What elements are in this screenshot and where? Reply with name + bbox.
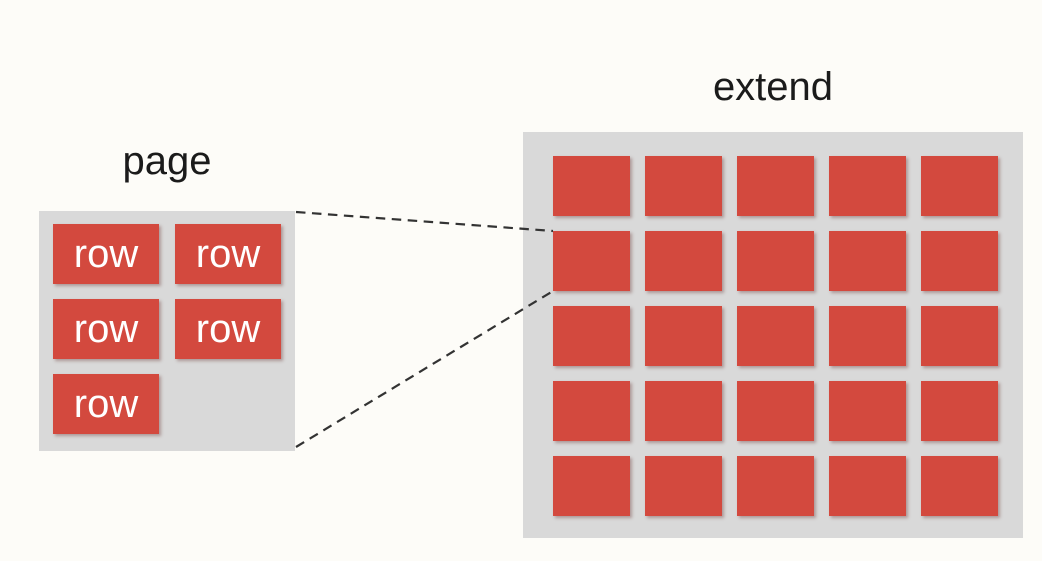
extend-cell	[553, 231, 630, 291]
extend-cell	[921, 381, 998, 441]
extend-cell	[737, 156, 814, 216]
extend-cell	[645, 306, 722, 366]
extend-cell	[829, 381, 906, 441]
extend-cell	[737, 306, 814, 366]
extend-cell	[829, 156, 906, 216]
extend-cell	[553, 381, 630, 441]
extend-cell	[829, 306, 906, 366]
extend-cell	[645, 456, 722, 516]
extend-cell	[553, 156, 630, 216]
extend-cell	[921, 306, 998, 366]
page-row-cell: row	[53, 374, 159, 434]
extend-cell	[645, 231, 722, 291]
extend-cell	[645, 381, 722, 441]
extend-title: extend	[712, 65, 834, 109]
page-row-cell: row	[53, 224, 159, 284]
page-row-cell: row	[175, 224, 281, 284]
page-title: page	[122, 139, 212, 183]
extend-cell	[921, 156, 998, 216]
extend-cell	[829, 456, 906, 516]
extend-cell	[829, 231, 906, 291]
extend-cell	[645, 156, 722, 216]
extend-panel	[523, 132, 1023, 538]
extend-cell	[553, 306, 630, 366]
extend-cell	[921, 231, 998, 291]
extend-cell	[737, 381, 814, 441]
extend-cell	[921, 456, 998, 516]
extend-cell	[737, 456, 814, 516]
extend-cell	[553, 456, 630, 516]
extend-grid	[523, 132, 1023, 538]
connector-line-top	[295, 210, 554, 233]
extend-cell	[737, 231, 814, 291]
page-row-cell: row	[175, 299, 281, 359]
connector-line-bottom	[295, 290, 554, 448]
page-row-cell: row	[53, 299, 159, 359]
